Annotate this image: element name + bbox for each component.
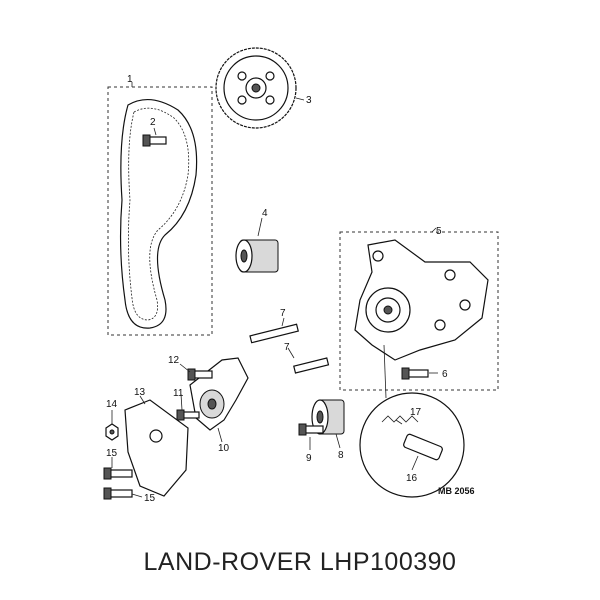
diagram-reference: MB 2056 [438, 486, 475, 496]
callout-5: 5 [436, 226, 442, 237]
callout-9: 9 [306, 453, 312, 464]
bolt-15-lower [103, 487, 133, 500]
callout-6: 6 [442, 369, 448, 380]
callout-12: 12 [168, 355, 180, 366]
bolt-11 [176, 409, 200, 421]
oil-pump-housing [354, 239, 489, 361]
callout-15-upper: 15 [106, 448, 118, 459]
bolt-9 [298, 423, 324, 436]
callout-8: 8 [338, 450, 344, 461]
callout-3: 3 [306, 95, 312, 106]
callout-17: 17 [410, 407, 422, 418]
callout-15-lower: 15 [144, 493, 156, 504]
callout-10: 10 [218, 443, 230, 454]
belt-group-frame [107, 86, 213, 336]
stud-7-upper [249, 323, 299, 344]
pump-group-frame [339, 231, 499, 391]
bracket-plate [124, 399, 189, 497]
bolt-12 [187, 368, 213, 381]
callout-13: 13 [134, 387, 146, 398]
timing-belt [119, 99, 198, 329]
callout-7-lower: 7 [284, 342, 290, 353]
bolt-2 [142, 134, 167, 147]
callout-11: 11 [173, 388, 184, 399]
callout-2: 2 [150, 117, 156, 128]
bolt-15-upper [103, 467, 133, 480]
nut-14 [105, 423, 119, 441]
part-caption: LAND-ROVER LHP100390 [143, 548, 457, 576]
relief-spring [381, 415, 419, 423]
callout-14: 14 [106, 399, 118, 410]
camshaft-pulley [215, 47, 297, 129]
timing-belt-exploded-diagram: 1 2 3 4 5 6 7 7 8 9 10 11 12 13 14 15 15… [103, 47, 499, 504]
callout-1: 1 [127, 74, 133, 85]
crankshaft-gear [235, 239, 279, 273]
relief-plunger [403, 433, 443, 461]
bolt-6 [401, 367, 429, 380]
callout-4: 4 [262, 208, 268, 219]
callout-7-upper: 7 [280, 308, 286, 319]
stud-7-lower [293, 357, 330, 374]
tensioner-assembly [189, 357, 249, 431]
callout-16: 16 [406, 473, 418, 484]
